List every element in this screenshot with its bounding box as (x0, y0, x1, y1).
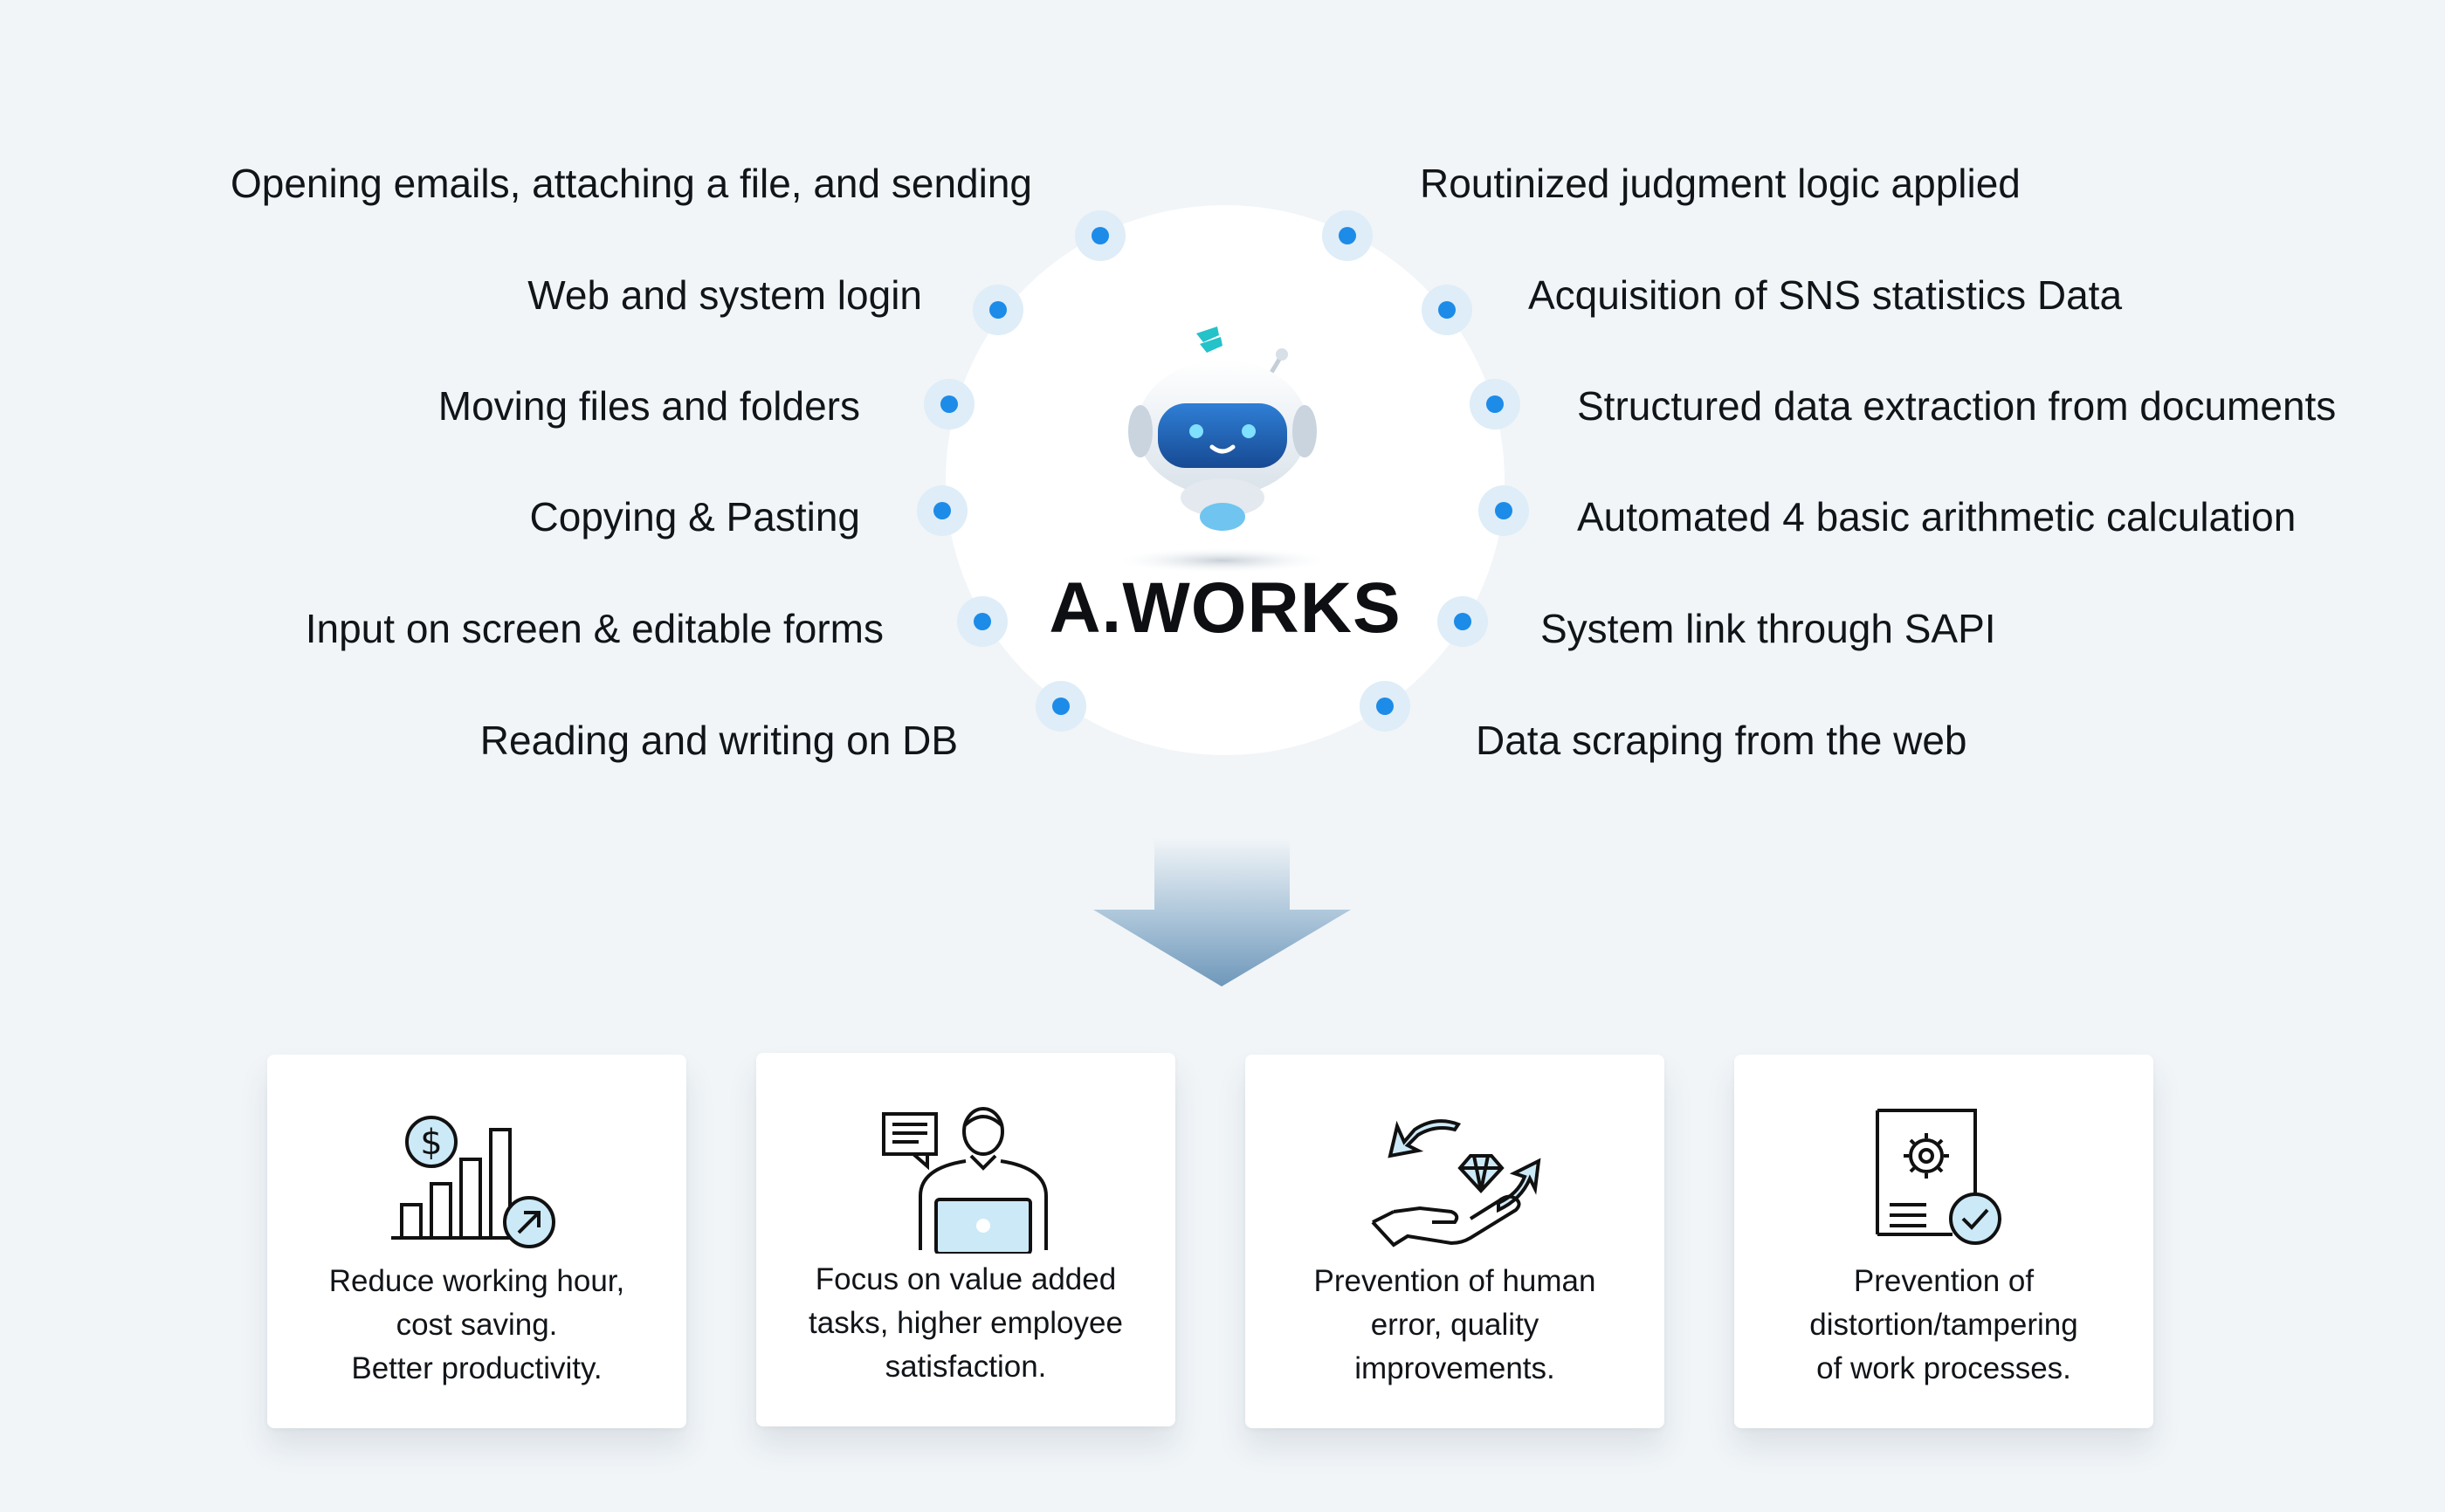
document-gear-check-icon (1876, 1109, 2001, 1245)
node-dot (1470, 379, 1520, 430)
node-dot (1322, 210, 1373, 261)
node-dot (1422, 285, 1472, 335)
feature-label-right: Acquisition of SNS statistics Data (1528, 272, 2123, 318)
node-dot (1478, 485, 1529, 536)
feature-label-right: System link through SAPI (1540, 606, 1996, 651)
feature-label-left: Input on screen & editable forms (305, 606, 884, 651)
benefit-card: $ Reduce working hour, cost saving. Bett… (267, 1055, 686, 1428)
benefit-card: Focus on value added tasks, higher emplo… (756, 1053, 1175, 1426)
feature-label-right: Structured data extraction from document… (1577, 383, 2337, 429)
benefit-text: Prevention of human error, quality impro… (1313, 1264, 1596, 1385)
node-dot (924, 379, 975, 430)
feature-label-right: Routinized judgment logic applied (1420, 161, 2021, 206)
bar-chart-dollar-icon: $ (391, 1116, 555, 1248)
benefit-text: Prevention of distortion/tampering of wo… (1809, 1264, 2078, 1385)
svg-text:$: $ (420, 1123, 442, 1163)
feature-label-right: Data scraping from the web (1476, 718, 1967, 763)
feature-label-left: Opening emails, attaching a file, and se… (230, 161, 1032, 206)
feature-label-left: Web and system login (527, 272, 922, 318)
feature-label-left: Copying & Pasting (529, 494, 860, 540)
brand-title: A.WORKS (1049, 568, 1402, 648)
employee-laptop-icon (882, 1107, 1048, 1254)
down-arrow-icon (1093, 838, 1351, 986)
benefit-card: Prevention of human error, quality impro… (1245, 1055, 1664, 1428)
node-dot (973, 285, 1023, 335)
node-dot (957, 596, 1008, 647)
feature-label-right: Automated 4 basic arithmetic calculation (1577, 494, 2297, 540)
feature-label-left: Reading and writing on DB (479, 718, 958, 763)
node-dot (1360, 681, 1410, 732)
node-dot (917, 485, 968, 536)
robot-mascot-icon (1119, 326, 1326, 573)
benefit-card: Prevention of distortion/tampering of wo… (1734, 1055, 2153, 1428)
node-dot (1437, 596, 1488, 647)
hand-diamond-icon (1371, 1119, 1541, 1247)
node-dot (1075, 210, 1126, 261)
feature-label-left: Moving files and folders (437, 383, 860, 429)
benefit-text: Reduce working hour, cost saving. Better… (328, 1264, 625, 1385)
node-dot (1036, 681, 1086, 732)
benefit-text: Focus on value added tasks, higher emplo… (809, 1262, 1123, 1384)
